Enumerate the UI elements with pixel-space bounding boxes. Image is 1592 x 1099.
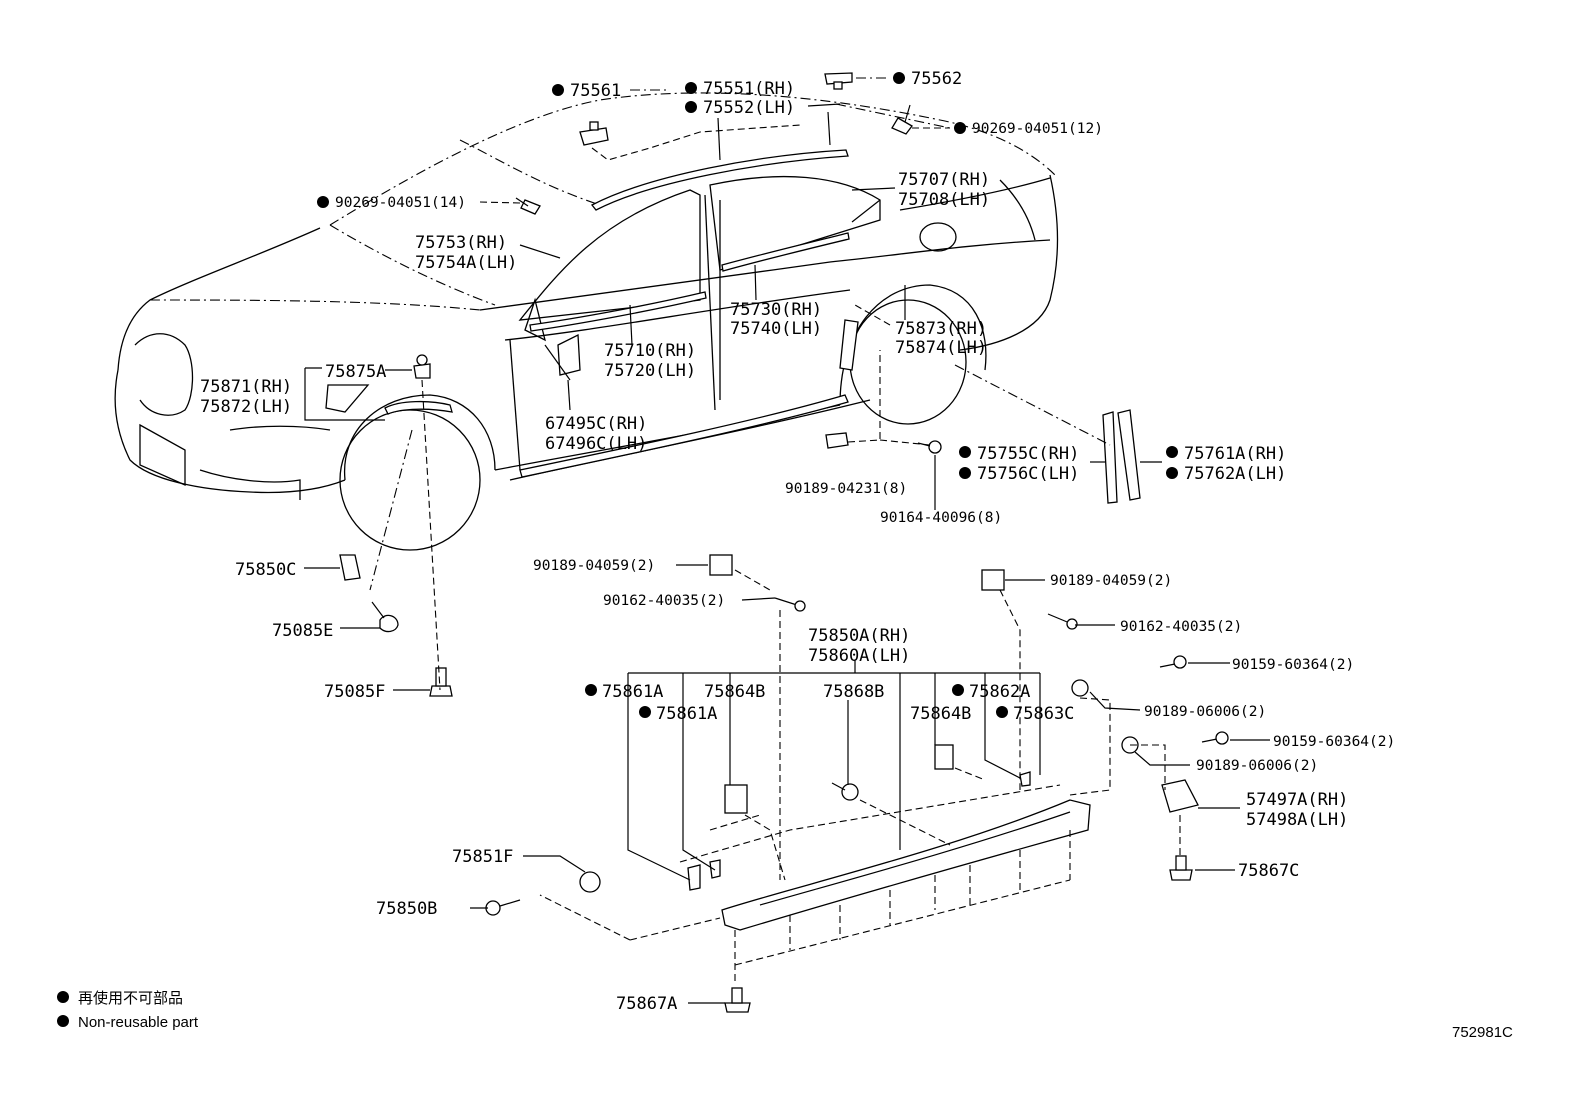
- label-75863C: 75863C: [1013, 704, 1074, 724]
- legend-non-reusable: Non-reusable part: [78, 1014, 199, 1031]
- label-75561: 75561: [570, 81, 621, 101]
- label-75551: 75551(RH): [703, 79, 795, 99]
- leader-lines: [304, 77, 1270, 1004]
- label-57498A: 57498A(LH): [1246, 810, 1348, 830]
- rocker-molding-on-car[interactable]: [519, 394, 849, 478]
- screw-75085E-icon[interactable]: [371, 601, 399, 633]
- clip-90189-04059-left-icon[interactable]: [709, 554, 733, 576]
- label-90159-60364-2: 90159-60364(2): [1273, 734, 1395, 750]
- label-75850B: 75850B: [376, 899, 437, 919]
- clip-75864B-1-icon[interactable]: [724, 784, 748, 814]
- clip-75875A-icon[interactable]: [413, 354, 431, 379]
- label-90162-40035-right: 90162-40035(2): [1120, 619, 1242, 635]
- label-75862A: 75862A: [969, 682, 1030, 702]
- label-67495C: 67495C(RH): [545, 414, 647, 434]
- clip-75867C-icon[interactable]: [1169, 855, 1193, 881]
- roof-molding[interactable]: [590, 149, 849, 211]
- screw-90162-left-icon[interactable]: [774, 597, 806, 612]
- label-75720: 75720(LH): [604, 361, 696, 381]
- label-75871: 75871(RH): [200, 377, 292, 397]
- clip-75562-icon[interactable]: [824, 72, 853, 90]
- label-75707: 75707(RH): [898, 170, 990, 190]
- label-75761A: 75761A(RH): [1184, 444, 1286, 464]
- label-75868B: 75868B: [823, 682, 884, 702]
- clip-75864B-2-icon[interactable]: [934, 744, 954, 770]
- label-90189-06006-2: 90189-06006(2): [1196, 758, 1318, 774]
- screw-90164-icon[interactable]: [917, 440, 942, 454]
- bracket-57497A-icon[interactable]: [1161, 779, 1199, 813]
- label-75756C: 75756C(LH): [977, 464, 1079, 484]
- label-75873: 75873(RH): [895, 319, 987, 339]
- label-90162-40035-left: 90162-40035(2): [603, 593, 725, 609]
- label-67496C: 67496C(LH): [545, 434, 647, 454]
- clip-90189-04059-right-icon[interactable]: [981, 569, 1005, 591]
- label-75875A: 75875A: [325, 362, 386, 382]
- label-57497A: 57497A(RH): [1246, 790, 1348, 810]
- label-75740: 75740(LH): [730, 319, 822, 339]
- part-labels: 75561 75551(RH) 75552(LH) 75562 90269-04…: [200, 69, 1395, 1014]
- label-75085E: 75085E: [272, 621, 333, 641]
- belt-molding-rear[interactable]: [721, 232, 850, 272]
- clip-75861A-icon[interactable]: [687, 859, 721, 891]
- legend: 再使用不可部品 Non-reusable part: [78, 990, 199, 1031]
- label-75755C: 75755C(RH): [977, 444, 1079, 464]
- label-75860A: 75860A(LH): [808, 646, 910, 666]
- label-75730: 75730(RH): [730, 300, 822, 320]
- label-75874: 75874(LH): [895, 338, 987, 358]
- clip-90189-04231-icon[interactable]: [825, 432, 849, 449]
- label-90189-04059-left: 90189-04059(2): [533, 558, 655, 574]
- screw-90162-right-icon[interactable]: [1047, 613, 1078, 630]
- screw-90159-1-icon[interactable]: [1159, 655, 1187, 669]
- label-90189-06006-1: 90189-06006(2): [1144, 704, 1266, 720]
- label-90189-04231: 90189-04231(8): [785, 481, 907, 497]
- label-75864B-1: 75864B: [704, 682, 765, 702]
- label-90189-04059-right: 90189-04059(2): [1050, 573, 1172, 589]
- clip-90269-lower-icon[interactable]: [515, 197, 541, 215]
- clip-75561-icon[interactable]: [579, 121, 609, 146]
- clip-90189-06006-1-icon[interactable]: [1071, 679, 1089, 697]
- screw-90159-2-icon[interactable]: [1201, 731, 1229, 745]
- label-75861A-1: 75861A: [602, 682, 663, 702]
- belt-molding-front[interactable]: [529, 291, 707, 332]
- legend-japanese: 再使用不可部品: [78, 990, 183, 1007]
- label-90269-14: 90269-04051(14): [335, 195, 466, 211]
- clip-75868B-icon[interactable]: [831, 782, 859, 801]
- clip-75851F-icon[interactable]: [579, 871, 601, 893]
- screw-75850B-icon[interactable]: [485, 899, 521, 916]
- label-75708: 75708(LH): [898, 190, 990, 210]
- label-75753: 75753(RH): [415, 233, 507, 253]
- label-75850A: 75850A(RH): [808, 626, 910, 646]
- label-75085F: 75085F: [324, 682, 385, 702]
- figure-code: 752981C: [1452, 1024, 1513, 1041]
- clip-75867A-icon[interactable]: [724, 987, 751, 1013]
- rocker-panel-molding[interactable]: [721, 799, 1091, 931]
- label-75864B-2: 75864B: [910, 704, 971, 724]
- label-75754A: 75754A(LH): [415, 253, 517, 273]
- front-fender-liner[interactable]: [325, 384, 453, 415]
- label-75861A-2: 75861A: [656, 704, 717, 724]
- label-75867C: 75867C: [1238, 861, 1299, 881]
- clip-90269-upper-icon[interactable]: [891, 104, 913, 135]
- clip-75863C-icon[interactable]: [1019, 771, 1031, 787]
- screw-75085F-icon[interactable]: [429, 667, 453, 697]
- label-75552: 75552(LH): [703, 98, 795, 118]
- clip-75850C-icon[interactable]: [339, 554, 361, 581]
- label-90269-12: 90269-04051(12): [972, 121, 1103, 137]
- label-90164-40096: 90164-40096(8): [880, 510, 1002, 526]
- label-75851F: 75851F: [452, 847, 513, 867]
- label-75562: 75562: [911, 69, 962, 89]
- rear-pillar-garnish[interactable]: [1102, 409, 1141, 504]
- label-75762A: 75762A(LH): [1184, 464, 1286, 484]
- label-90159-60364-1: 90159-60364(2): [1232, 657, 1354, 673]
- label-75867A: 75867A: [616, 994, 677, 1014]
- rear-fender-liner[interactable]: [839, 319, 859, 371]
- label-75872: 75872(LH): [200, 397, 292, 417]
- label-75850C: 75850C: [235, 560, 296, 580]
- non-reusable-markers: [57, 72, 1178, 1027]
- label-75710: 75710(RH): [604, 341, 696, 361]
